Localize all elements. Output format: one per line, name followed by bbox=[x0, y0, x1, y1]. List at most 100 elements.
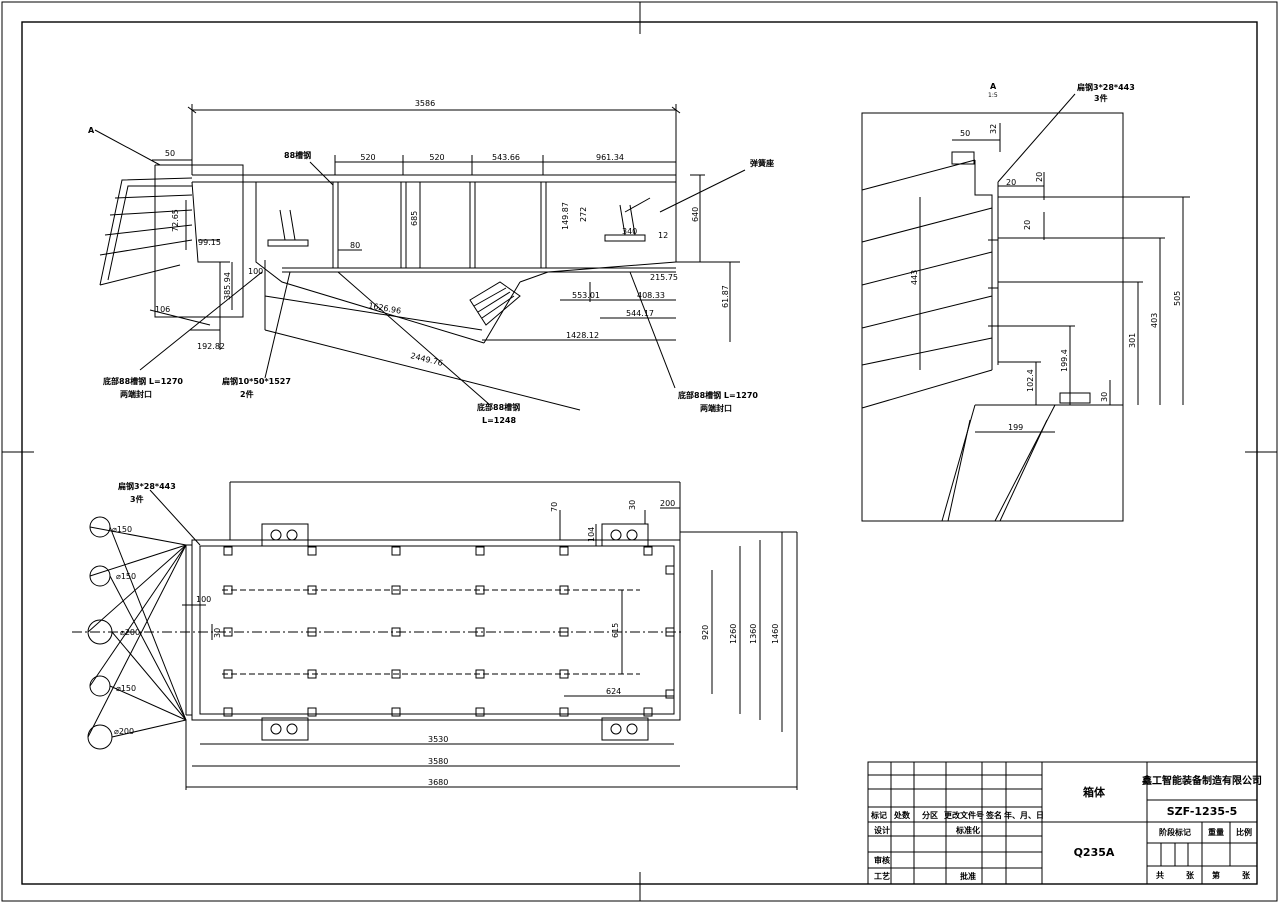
hole-200b: ⌀200 bbox=[114, 727, 134, 736]
dim-72: 72.65 bbox=[171, 209, 180, 232]
tb-sheet-di: 第 bbox=[1212, 870, 1220, 880]
plan-dim-920: 920 bbox=[701, 625, 710, 640]
detail-flat-steel-label: 扁钢3*28*443 bbox=[1077, 82, 1135, 92]
dim-215: 215.75 bbox=[650, 273, 678, 282]
title-block bbox=[867, 761, 1258, 885]
section-a-label: A bbox=[88, 126, 95, 135]
bolt-hole bbox=[391, 585, 401, 595]
detail-dim-301: 301 bbox=[1128, 333, 1137, 348]
dim-520b: 520 bbox=[429, 153, 444, 162]
center-bottom-label: 底部88槽钢 bbox=[476, 402, 520, 412]
dim-340: 340 bbox=[622, 227, 637, 236]
detail-dim-20b: 20 bbox=[1035, 172, 1044, 182]
detail-dim-505: 505 bbox=[1173, 291, 1182, 306]
dim-543: 543.66 bbox=[492, 153, 520, 162]
tb-standard: 标准化 bbox=[955, 825, 980, 835]
bolt-hole bbox=[475, 546, 485, 556]
tb-stage: 阶段标记 bbox=[1159, 827, 1191, 837]
dim-100: 100 bbox=[248, 267, 263, 276]
dim-overall: 3586 bbox=[415, 99, 435, 108]
dim-961: 961.34 bbox=[596, 153, 624, 162]
detail-dim-443: 443 bbox=[910, 270, 919, 285]
spring-seat-label: 弹簧座 bbox=[750, 158, 774, 168]
bolt-hole bbox=[559, 627, 569, 637]
detail-view-a bbox=[861, 93, 1190, 522]
dim-106: 106 bbox=[155, 305, 170, 314]
right-bottom-seal-label: 两端封口 bbox=[700, 403, 732, 413]
plan-dim-3580: 3580 bbox=[428, 757, 448, 766]
detail-dim-403: 403 bbox=[1150, 313, 1159, 328]
bolt-hole bbox=[643, 546, 653, 556]
plan-dim-100: 100 bbox=[196, 595, 211, 604]
bolt-hole bbox=[223, 585, 233, 595]
bolt-hole bbox=[643, 707, 653, 717]
dim-385: 385.94 bbox=[223, 272, 232, 300]
dim-149: 149.87 bbox=[561, 202, 570, 230]
dim-640: 640 bbox=[691, 207, 700, 222]
flat-steel-label: 扁钢10*50*1527 bbox=[222, 376, 291, 386]
plan-dim-200: 200 bbox=[660, 499, 675, 508]
dim-408: 408.33 bbox=[637, 291, 665, 300]
dim-12: 12 bbox=[658, 231, 668, 240]
bolt-hole bbox=[223, 669, 233, 679]
bolt-hole bbox=[307, 707, 317, 717]
bolt-hole bbox=[475, 627, 485, 637]
left-bottom-label: 底部88槽钢 L=1270 bbox=[102, 376, 183, 386]
dim-61: 61.87 bbox=[721, 285, 730, 308]
tb-sheet-total: 共 bbox=[1156, 870, 1164, 880]
plan-dim-615: 615 bbox=[611, 623, 620, 638]
bolt-hole bbox=[223, 707, 233, 717]
plan-dim-1260: 1260 bbox=[729, 624, 738, 644]
detail-title: A bbox=[990, 82, 997, 91]
title-block-text: 标记 处数 分区 更改文件号 签名 年、月、日 设计 标准化 审核 工艺 批准 … bbox=[870, 774, 1262, 881]
tb-change-doc: 更改文件号 bbox=[944, 810, 984, 820]
plan-flat-steel-label: 扁钢3*28*443 bbox=[118, 481, 176, 491]
detail-dim-102-4: 102.4 bbox=[1026, 369, 1035, 392]
bolt-hole bbox=[665, 689, 675, 699]
detail-dim-199-4: 199.4 bbox=[1060, 349, 1069, 372]
dim-544: 544.17 bbox=[626, 309, 654, 318]
bolt-hole bbox=[307, 546, 317, 556]
bolt-hole bbox=[391, 707, 401, 717]
bolt-hole bbox=[559, 669, 569, 679]
dim-1428: 1428.12 bbox=[566, 331, 599, 340]
side-view-labels: A 88槽钢 弹簧座 底部88槽钢 L=1270 两端封口 扁钢10*50*15… bbox=[88, 126, 774, 425]
dim-50: 50 bbox=[165, 149, 175, 158]
bolt-hole bbox=[559, 585, 569, 595]
tb-process: 工艺 bbox=[874, 871, 890, 881]
plan-dim-3680: 3680 bbox=[428, 778, 448, 787]
detail-flat-steel-count: 3件 bbox=[1094, 93, 1108, 103]
side-view bbox=[94, 104, 746, 411]
side-view-dimension-text: 3586 50 520 520 543.66 961.34 685 640 80… bbox=[155, 99, 730, 368]
dim-99: 99.15 bbox=[198, 238, 221, 247]
detail-dim-20c: 20 bbox=[1023, 220, 1032, 230]
bolt-hole bbox=[391, 627, 401, 637]
tb-approve: 批准 bbox=[960, 871, 976, 881]
bolt-hole bbox=[307, 585, 317, 595]
tb-company: 鑫工智能装备制造有限公司 bbox=[1141, 774, 1262, 787]
bolt-hole bbox=[391, 546, 401, 556]
tb-date: 年、月、日 bbox=[1004, 810, 1044, 820]
detail-dim-199: 199 bbox=[1008, 423, 1023, 432]
hole-150c: ⌀150 bbox=[116, 684, 136, 693]
dim-80: 80 bbox=[350, 241, 360, 250]
tb-zone: 分区 bbox=[922, 810, 938, 820]
plan-view-text: 扁钢3*28*443 3件 70 30 200 104 100 30 615 9… bbox=[112, 481, 780, 787]
plan-dim-30: 30 bbox=[628, 500, 637, 510]
dim-685: 685 bbox=[410, 211, 419, 226]
tb-mark: 标记 bbox=[870, 810, 887, 820]
bolt-hole bbox=[223, 627, 233, 637]
plan-dim-1460: 1460 bbox=[771, 624, 780, 644]
channel-88-label: 88槽钢 bbox=[284, 150, 311, 160]
tb-sheet-zhang2: 张 bbox=[1242, 871, 1251, 880]
plan-flat-steel-count: 3件 bbox=[130, 494, 144, 504]
dim-2449: 2449.76 bbox=[410, 351, 444, 368]
plan-dim-70: 70 bbox=[550, 502, 559, 512]
hole-200a: ⌀200 bbox=[120, 628, 140, 637]
flat-steel-count: 2件 bbox=[240, 389, 254, 399]
plan-view bbox=[72, 481, 798, 790]
hole-150b: ⌀150 bbox=[116, 572, 136, 581]
plan-dim-624: 624 bbox=[606, 687, 621, 696]
bolt-hole bbox=[223, 546, 233, 556]
